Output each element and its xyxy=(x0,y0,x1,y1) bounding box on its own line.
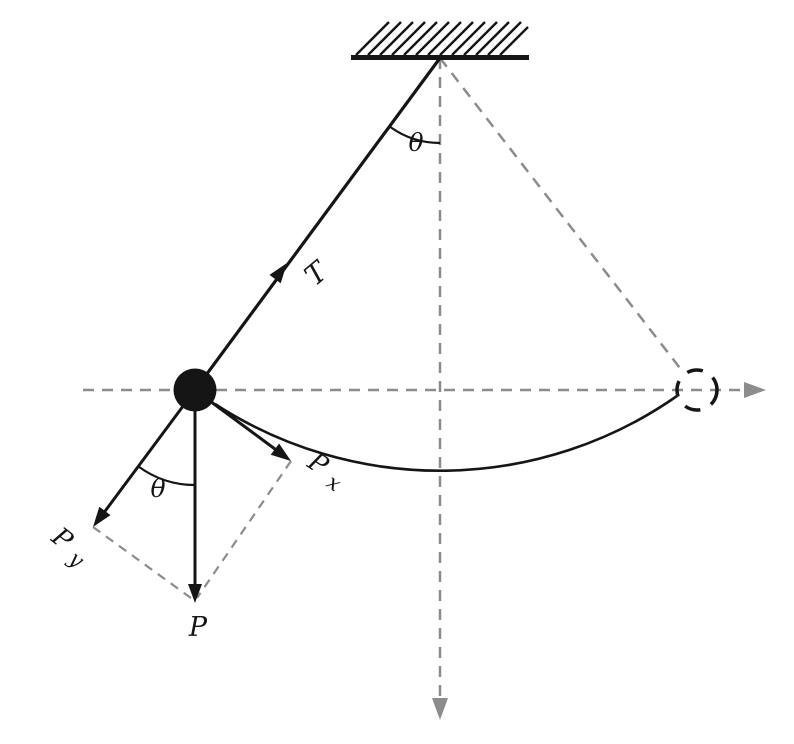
px-arrowhead-icon xyxy=(270,443,291,461)
px-label-sub: x xyxy=(322,470,345,497)
theta-bottom-label: θ xyxy=(150,474,165,503)
hatch-line xyxy=(367,21,402,56)
labels: T θ θ P P x P y xyxy=(42,128,424,643)
down-axis-arrowhead-icon xyxy=(432,698,448,720)
hatch-line xyxy=(439,21,474,56)
hatch-line xyxy=(355,21,390,56)
hatch-line xyxy=(463,21,498,56)
guide-lines xyxy=(83,57,746,700)
hatch-line xyxy=(487,21,522,56)
axis-arrowheads xyxy=(432,382,766,720)
py-arrowhead-icon xyxy=(93,506,111,527)
ceiling-hatch xyxy=(355,21,529,56)
px-label: P x xyxy=(299,446,351,496)
tension-arrowhead-icon xyxy=(269,263,287,284)
weight-label: P xyxy=(188,612,208,643)
angle-arc-bottom xyxy=(137,465,196,487)
hatch-line xyxy=(391,21,426,56)
theta-top-label: θ xyxy=(408,128,423,157)
pendulum-bob xyxy=(173,368,217,412)
ink-strokes xyxy=(95,21,719,588)
pivot-to-ghost-line xyxy=(439,57,684,373)
parallelogram-side-left xyxy=(92,526,192,599)
py-label-main: P xyxy=(45,521,78,556)
hatch-line xyxy=(427,21,462,56)
py-vector-shaft xyxy=(95,389,197,523)
py-label: P y xyxy=(42,521,95,573)
hatch-line xyxy=(451,21,486,56)
px-label-main: P xyxy=(301,446,333,482)
hatch-line xyxy=(415,21,450,56)
hatch-line xyxy=(475,21,510,56)
ghost-bob xyxy=(675,368,719,412)
angle-arc-top xyxy=(388,125,441,145)
ink-fills xyxy=(93,263,291,603)
pendulum-rod xyxy=(193,57,442,391)
right-axis-arrowhead-icon xyxy=(744,382,766,398)
weight-arrowhead-icon xyxy=(188,584,202,603)
py-label-sub: y xyxy=(64,546,90,574)
parallelogram-side-right xyxy=(196,460,292,599)
hatch-line xyxy=(403,21,438,56)
hatch-line xyxy=(379,21,414,56)
hatch-line xyxy=(499,26,529,56)
tension-label: T xyxy=(298,254,335,293)
swing-trajectory-arc xyxy=(214,394,678,473)
